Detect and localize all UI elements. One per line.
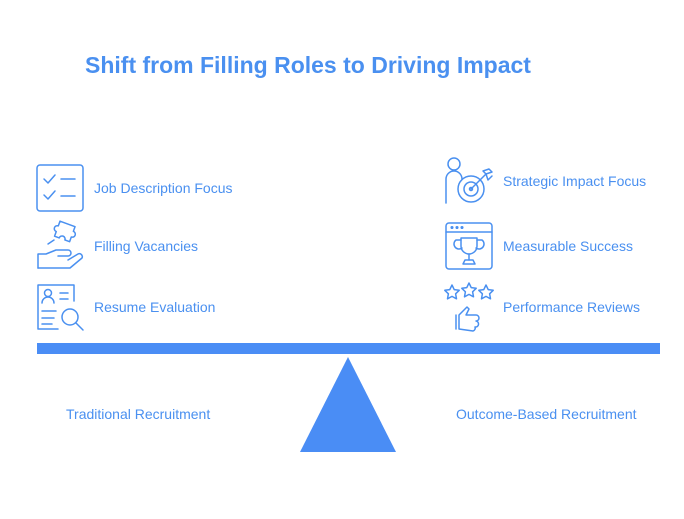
right-item-measurable-success: Measurable Success xyxy=(443,220,633,272)
balance-beam xyxy=(37,343,660,354)
page-title: Shift from Filling Roles to Driving Impa… xyxy=(85,52,531,78)
left-side-label: Traditional Recruitment xyxy=(66,406,211,422)
trophy-window-icon xyxy=(443,220,495,272)
right-item-performance-reviews: Performance Reviews xyxy=(443,281,640,333)
balance-fulcrum xyxy=(300,357,396,452)
checklist-icon xyxy=(34,162,86,214)
right-side-label: Outcome-Based Recruitment xyxy=(456,406,637,422)
stars-hand-icon xyxy=(443,281,495,333)
right-item-label: Measurable Success xyxy=(503,238,633,254)
puzzle-hand-icon xyxy=(34,220,86,272)
left-item-filling-vacancies: Filling Vacancies xyxy=(34,220,198,272)
left-item-job-description: Job Description Focus xyxy=(34,162,233,214)
resume-search-icon xyxy=(34,281,86,333)
left-item-label: Filling Vacancies xyxy=(94,238,199,254)
right-item-label: Strategic Impact Focus xyxy=(503,173,647,189)
right-item-strategic-impact: Strategic Impact Focus xyxy=(443,155,653,207)
target-person-icon xyxy=(443,155,495,207)
left-item-label: Job Description Focus xyxy=(94,180,233,196)
right-item-label: Performance Reviews xyxy=(503,299,640,315)
left-item-resume-evaluation: Resume Evaluation xyxy=(34,281,215,333)
left-item-label: Resume Evaluation xyxy=(94,299,216,315)
